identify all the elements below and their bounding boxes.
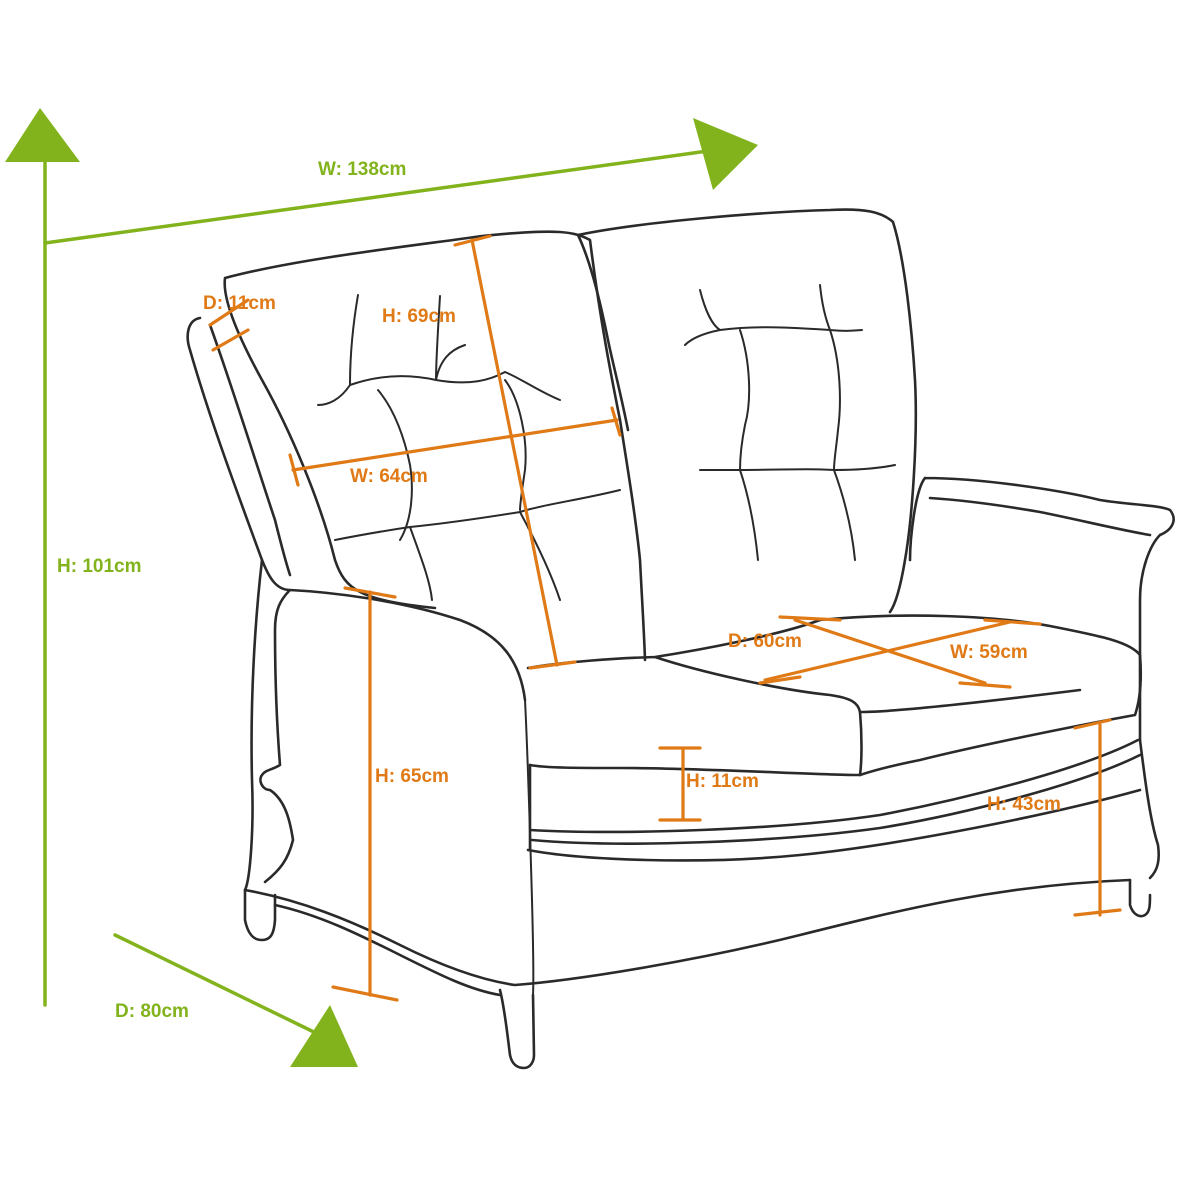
seat-cushion-left [526, 618, 863, 777]
label-back-depth: D: 11cm [203, 293, 276, 314]
overall-dimensions [5, 108, 758, 1067]
labels: W: 138cm H: 101cm D: 80cm D: 11cm H: 69c… [57, 159, 1061, 1022]
arm-height-tick-top [343, 586, 397, 599]
left-arm [186, 316, 527, 884]
label-back-height: H: 69cm [382, 306, 456, 327]
front-rail [243, 878, 1132, 997]
back-height-tick-bottom [528, 660, 577, 670]
label-overall-depth: D: 80cm [115, 1001, 189, 1022]
arrow-right-icon [693, 118, 758, 190]
right-back-leg [1128, 738, 1161, 918]
left-back-cushion [223, 230, 647, 662]
seat-width-tick-right [983, 618, 1042, 626]
back-width-line [291, 418, 619, 472]
overall-width-line [43, 148, 717, 245]
label-seat-depth: D: 60cm [728, 631, 802, 652]
left-front-leg [243, 558, 277, 942]
back-depth-line-end [211, 328, 250, 352]
label-seat-height: H: 43cm [987, 794, 1061, 815]
detail-dimensions [208, 234, 1122, 1002]
seat-height-tick-top [1073, 718, 1112, 730]
label-overall-height: H: 101cm [57, 556, 142, 577]
left-back-tufting [317, 294, 621, 601]
back-width-tick-left [288, 453, 300, 487]
arm-height-tick-bottom [331, 985, 399, 1002]
back-height-tick-top [453, 234, 492, 247]
seat-cushion-right [818, 614, 1143, 777]
arrow-down-right-icon [290, 1005, 358, 1067]
label-back-width: W: 64cm [350, 466, 428, 487]
seat-height-tick-bottom [1073, 908, 1122, 917]
sofa-outline [186, 208, 1175, 1070]
front-post-right [524, 699, 535, 996]
seat-width-line [763, 620, 1012, 682]
arrow-up-icon [5, 108, 80, 162]
label-seat-width: W: 59cm [950, 642, 1028, 663]
right-arm [908, 476, 1175, 742]
back-width-tick-right [610, 406, 622, 437]
label-overall-width: W: 138cm [318, 159, 406, 180]
right-back-tufting [684, 284, 896, 561]
back-depth-line [208, 298, 250, 327]
seat-depth-tick-bottom [958, 681, 1012, 689]
label-cushion-height: H: 11cm [686, 771, 759, 792]
back-height-line [470, 238, 559, 667]
seat-width-tick-left [758, 675, 802, 685]
seat-depth-tick-top [778, 615, 842, 622]
right-back-cushion [576, 208, 918, 614]
front-right-leg [498, 988, 536, 1070]
overall-depth-line [113, 933, 322, 1037]
sofa-base-frame [526, 738, 1142, 862]
label-arm-height: H: 65cm [375, 766, 449, 787]
